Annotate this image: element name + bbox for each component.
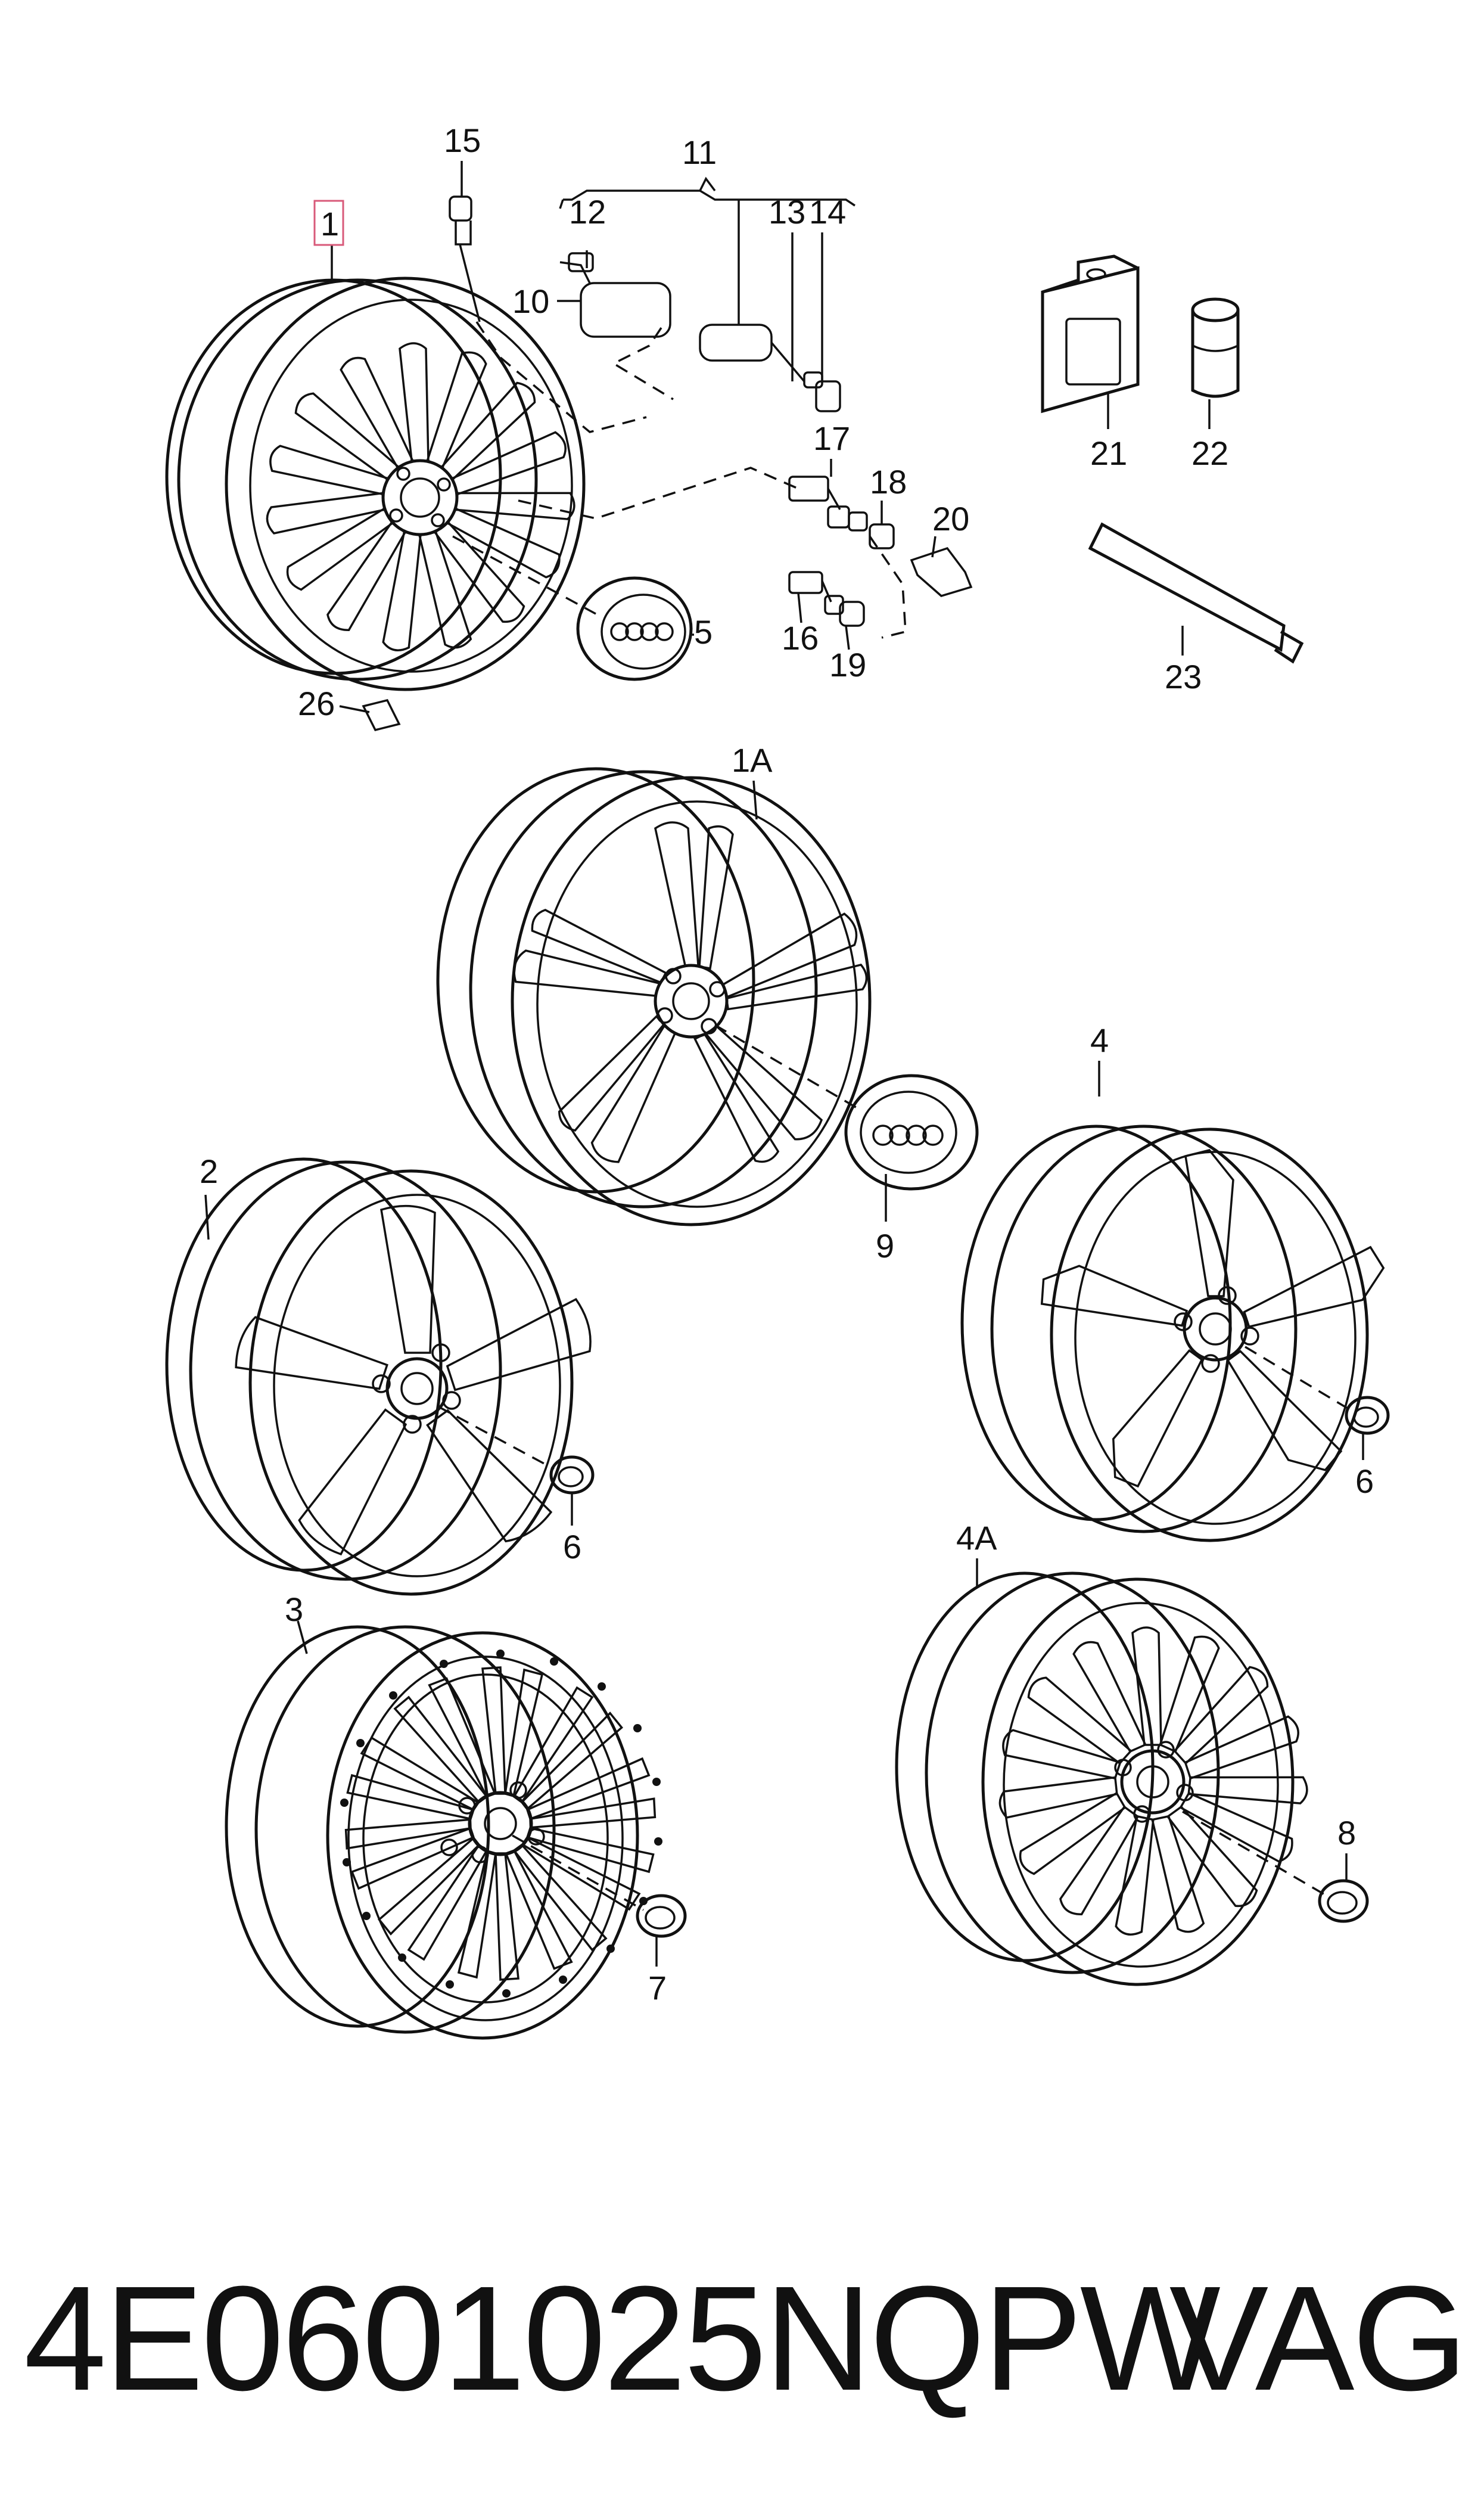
hub-cap-7 <box>636 1894 687 1938</box>
callout-4: 4 <box>1090 1021 1109 1059</box>
callout-13: 13 <box>769 193 805 231</box>
callout-9: 9 <box>876 1227 894 1265</box>
wheel-4A <box>895 1571 1309 1986</box>
callout-22: 22 <box>1191 434 1228 472</box>
callout-10: 10 <box>512 282 549 320</box>
wheel-4 <box>960 1125 1385 1542</box>
callout-17: 17 <box>813 420 850 457</box>
nut-19 <box>839 601 865 627</box>
wheel-1A <box>436 767 872 1226</box>
callout-23: 23 <box>1165 658 1202 695</box>
bolt-16 <box>788 571 844 615</box>
brand-label: VAG <box>1169 2255 1468 2421</box>
callout-5: 5 <box>694 613 713 651</box>
accessory-22-bottle <box>1191 297 1240 398</box>
bolt-17 <box>788 476 868 532</box>
valve-15 <box>449 195 481 322</box>
callout-11: 11 <box>682 133 717 171</box>
callout-6b: 6 <box>1355 1462 1374 1500</box>
callout-3: 3 <box>285 1591 303 1628</box>
callout-4A: 4A <box>956 1519 997 1557</box>
valve-26 <box>362 698 401 732</box>
callout-21: 21 <box>1090 434 1127 472</box>
callout-16: 16 <box>782 619 819 657</box>
callout-19: 19 <box>829 646 866 684</box>
accessory-21-pack <box>1041 254 1140 414</box>
callout-15: 15 <box>444 122 481 159</box>
tpms-sensor-10 <box>559 252 671 338</box>
callout-26: 26 <box>298 685 335 722</box>
callout-labels: 1 15 11 12 13 14 10 17 18 20 16 19 5 21 … <box>200 122 1374 2006</box>
part-number: 4E0601025NQPW <box>24 2255 1221 2421</box>
hub-cap-5 <box>576 576 693 681</box>
callout-8: 8 <box>1337 1814 1356 1852</box>
hub-cap-8 <box>1318 1879 1369 1923</box>
wheel-2 <box>165 1157 592 1596</box>
tool-20 <box>910 546 973 597</box>
callout-12: 12 <box>569 193 606 231</box>
accessory-23-tube <box>1088 522 1304 664</box>
callout-14: 14 <box>809 193 846 231</box>
callout-20: 20 <box>932 500 969 538</box>
wheel-1 <box>165 277 586 691</box>
callout-1: 1 <box>321 205 339 243</box>
leader-lines <box>204 161 1364 1967</box>
callout-1A: 1A <box>732 741 773 779</box>
callout-6a: 6 <box>563 1528 581 1566</box>
callout-18: 18 <box>870 463 907 501</box>
callout-7: 7 <box>648 1969 667 2006</box>
dashed-lines <box>437 321 1350 1911</box>
hub-cap-9 <box>844 1074 979 1191</box>
footer: 4E0601025NQPW VAG <box>24 2253 1468 2431</box>
callout-1-highlight <box>313 200 344 246</box>
callout-2: 2 <box>200 1153 218 1190</box>
valve-assembly-11 <box>699 324 841 412</box>
nut-18 <box>869 523 895 549</box>
hub-cap-6b <box>1345 1396 1390 1435</box>
wheel-3 <box>225 1625 663 2040</box>
